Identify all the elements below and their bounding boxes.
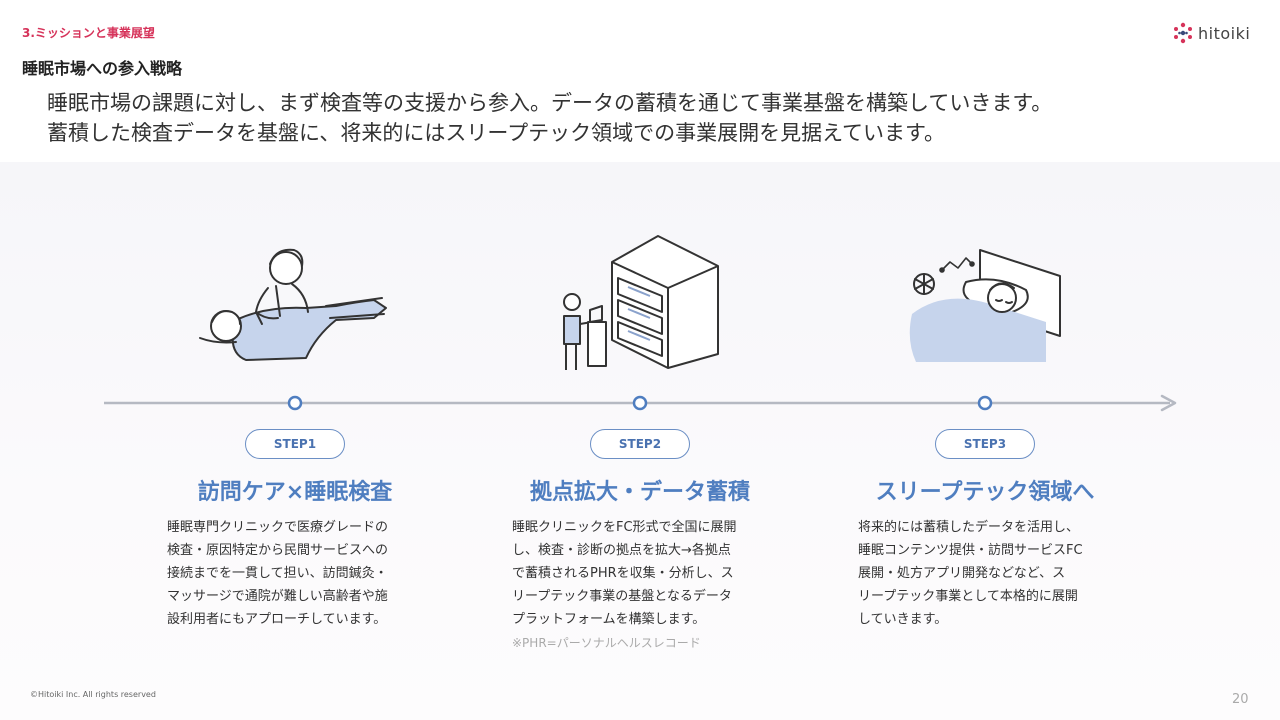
section-label: 3.ミッションと事業展望 <box>22 26 155 40</box>
step2-description: 睡眠クリニックをFC形式で全国に展開 し、検査・診断の拠点を拡大→各拠点 で蓄積… <box>512 520 737 627</box>
step1-title: 訪問ケア×睡眠検査 <box>197 480 393 505</box>
massage-care-icon <box>199 248 387 361</box>
step2-title: 拠点拡大・データ蓄積 <box>529 480 750 505</box>
step1-description: 睡眠専門クリニックで医療グレードの 検査・原因特定から民間サービスへの 接続まで… <box>167 520 389 627</box>
timeline-arrow <box>104 394 1177 412</box>
lead-line-2: 蓄積した検査データを基盤に、将来的にはスリープテック領域での事業展開を見据えてい… <box>47 121 945 145</box>
lead-line-1: 睡眠市場の課題に対し、まず検査等の支援から参入。データの蓄積を通じて事業基盤を構… <box>47 91 1053 115</box>
timeline-node-1 <box>287 395 303 411</box>
timeline-node-2 <box>632 395 648 411</box>
timeline-node-3 <box>977 395 993 411</box>
brand-logo: hitoiki <box>1172 22 1250 44</box>
server-data-icon <box>563 235 719 370</box>
step3-badge: STEP3 <box>935 429 1035 459</box>
page-number: 20 <box>1232 692 1249 707</box>
step3-description: 将来的には蓄積したデータを活用し、 睡眠コンテンツ提供・訪問サービスFC 展開・… <box>858 520 1083 627</box>
hitoiki-logo-icon <box>1174 22 1192 44</box>
copyright: ©Hitoiki Inc. All rights reserved <box>30 690 156 699</box>
sleeping-person-icon <box>909 249 1061 362</box>
page-title: 睡眠市場への参入戦略 <box>22 59 183 78</box>
lead-text: 睡眠市場の課題に対し、まず検査等の支援から参入。データの蓄積を通じて事業基盤を構… <box>47 88 1052 148</box>
phr-footnote: ※PHR=パーソナルヘルスレコード <box>512 636 701 650</box>
logo-text: hitoiki <box>1198 23 1251 43</box>
step3-title: スリープテック領域へ <box>875 480 1095 505</box>
step1-badge: STEP1 <box>245 429 345 459</box>
step2-badge: STEP2 <box>590 429 690 459</box>
